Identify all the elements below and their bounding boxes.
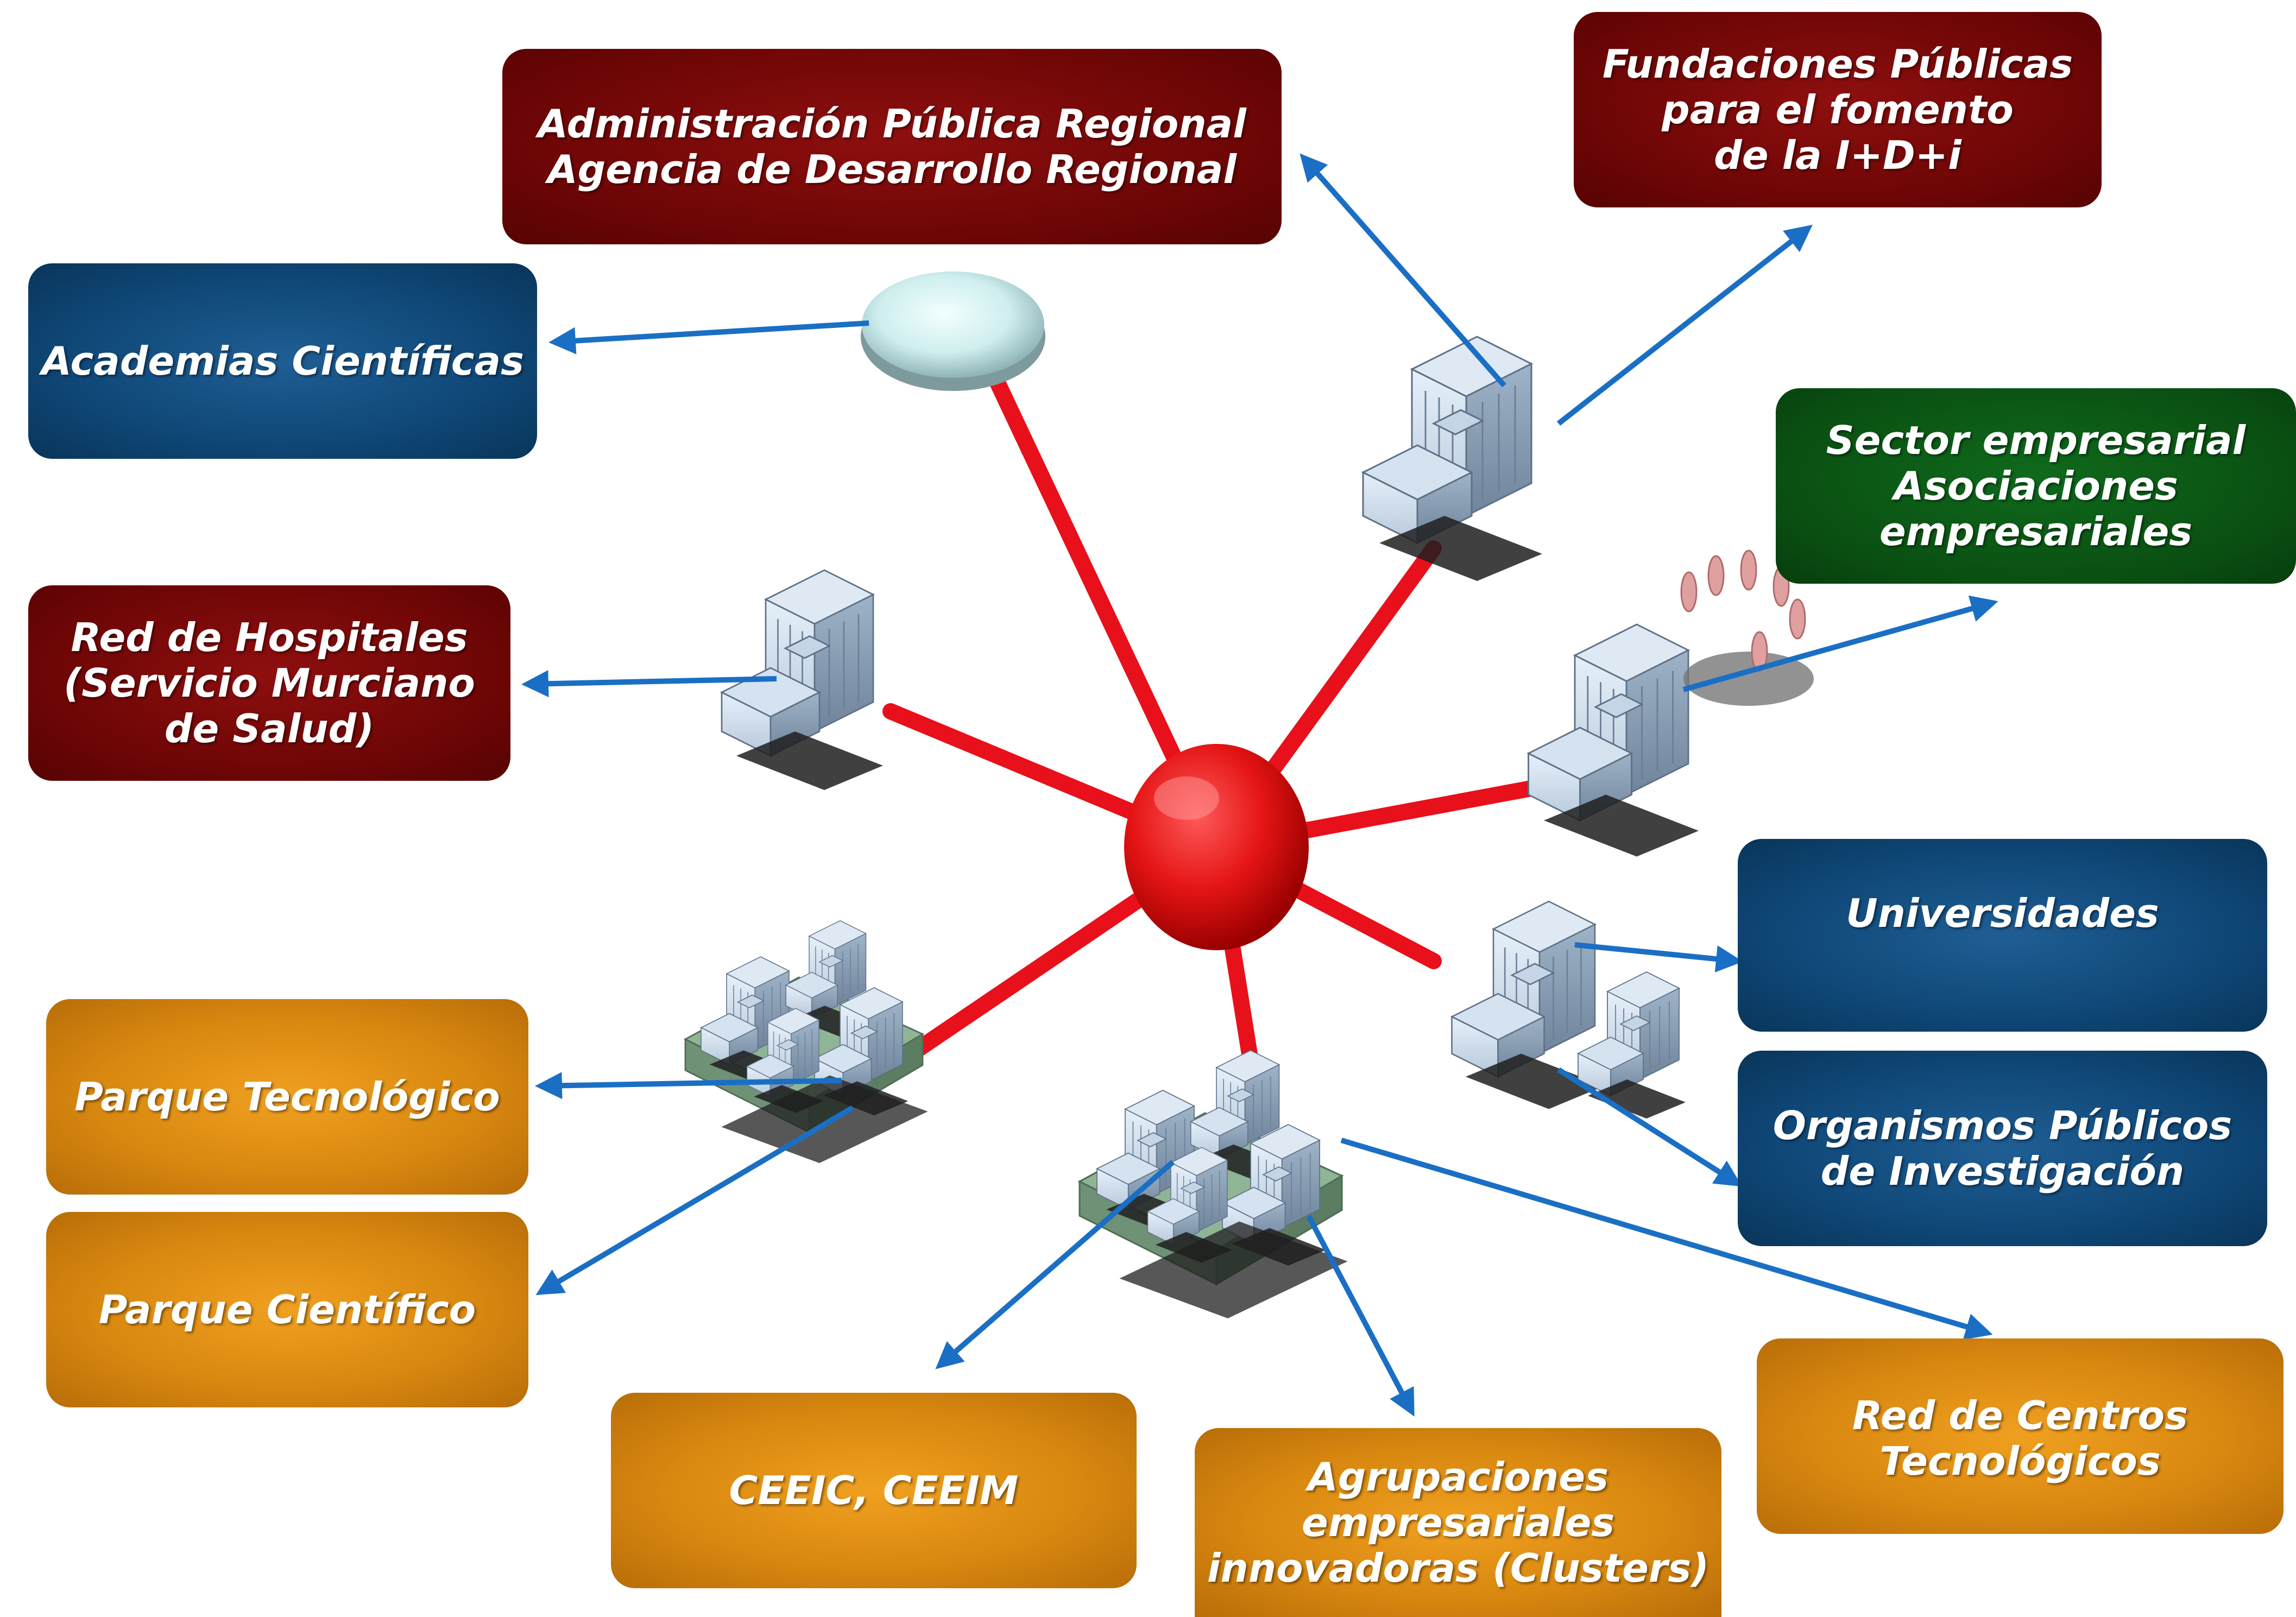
box-agrupaciones-empresariales: Agrupaciones empresariales innovadoras (… [1195,1428,1721,1617]
sector-line-2: Asociaciones [1894,463,2178,509]
box-sector-empresarial: Sector empresarial Asociaciones empresar… [1776,388,2296,584]
fundaciones-line-3: de la I+D+i [1714,132,1961,178]
red-centros-line-2: Tecnológicos [1879,1438,2161,1484]
hospitales-line-3: de Salud) [164,706,375,751]
box-administracion-publica: Administración Pública Regional Agencia … [502,49,1282,244]
box-fundaciones-publicas: Fundaciones Públicas para el fomento de … [1574,12,2102,207]
arrow-agrupaciones [1306,1215,1415,1417]
ceeic-line-1: CEEIC, CEEIM [729,1468,1019,1513]
disc-icon [861,271,1045,391]
organismos-line-1: Organismos Públicos [1773,1103,2232,1148]
central-hub-sphere [1124,744,1309,950]
sector-line-1: Sector empresarial [1826,418,2246,463]
arrow-parque-cien [535,1105,854,1296]
box-organismos-publicos: Organismos Públicos de Investigación [1738,1051,2267,1246]
agrupaciones-line-2: empresariales [1301,1500,1615,1545]
agrupaciones-line-1: Agrupaciones [1308,1454,1609,1500]
arrow-universidades [1574,942,1743,972]
hub-highlight [1154,776,1219,820]
box-academias-cientificas: Academias Científicas [28,263,537,459]
fundaciones-line-2: para el fomento [1662,87,2014,132]
blue-arrows [521,153,1998,1417]
box-universidades: Universidades [1738,839,2267,1032]
box-parque-cientifico: Parque Científico [46,1212,528,1407]
arrow-red-centros [1340,1138,1993,1340]
box-red-centros-tecnologicos: Red de Centros Tecnológicos [1757,1338,2284,1534]
fundaciones-line-1: Fundaciones Públicas [1602,41,2073,87]
building-icon-fundaciones [1362,336,1543,582]
arrow-ceeic [935,1160,1175,1369]
admin-line-1: Administración Pública Regional [538,101,1246,147]
arrow-academias [548,320,869,355]
city-block-icon-clusters [1080,1051,1348,1319]
red-centros-line-1: Red de Centros [1852,1393,2188,1438]
parque-tec-line-1: Parque Tecnológico [74,1074,500,1120]
box-red-hospitales: Red de Hospitales (Servicio Murciano de … [28,585,510,781]
hospitales-line-1: Red de Hospitales [71,615,468,660]
arrow-sector [1682,595,1998,692]
arrow-organismos [1557,1067,1743,1187]
building-icon-sector [1528,623,1700,857]
arrow-parque-tec [535,1072,842,1100]
agrupaciones-line-3: innovadoras (Clusters) [1207,1545,1710,1591]
academias-line-1: Academias Científicas [41,338,524,384]
parque-cien-line-1: Parque Científico [98,1287,476,1332]
universidades-line-1: Universidades [1846,890,2159,936]
people-circle-icon [1680,549,1814,706]
box-parque-tecnologico: Parque Tecnológico [46,999,528,1195]
sector-line-3: empresariales [1879,509,2193,554]
hospitales-line-2: (Servicio Murciano [64,660,475,706]
arrow-hospitales [521,670,777,698]
arrow-fundaciones [1556,224,1813,426]
organismos-line-2: de Investigación [1820,1148,2185,1194]
admin-line-2: Agencia de Desarrollo Regional [547,147,1237,192]
arrow-admin [1300,153,1506,388]
box-ceeic-ceeim: CEEIC, CEEIM [611,1393,1137,1588]
city-block-icon-parques [685,921,928,1164]
